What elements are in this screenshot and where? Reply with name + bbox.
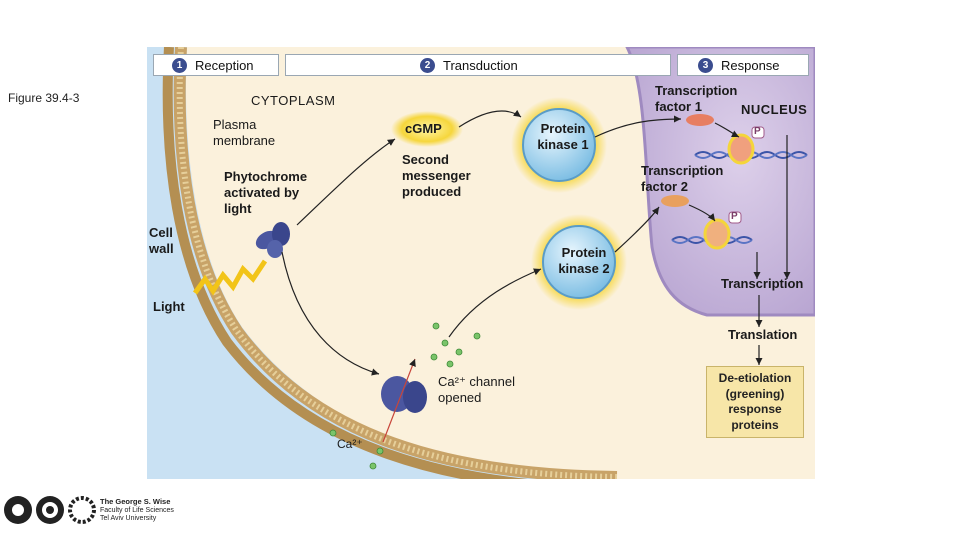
step-2-badge: 2	[420, 57, 435, 73]
arrow-tf1-to-dna	[714, 122, 740, 138]
transcription-factor-2-shape	[661, 195, 689, 207]
transcription-factor-2-label: Transcription factor 2	[641, 163, 724, 194]
figure-label: Figure 39.4-3	[8, 91, 80, 105]
calcium-channel-label: Ca²⁺ channel opened	[438, 374, 515, 405]
light-label: Light	[153, 299, 185, 314]
footer-line-3: Tel Aviv University	[100, 514, 157, 522]
phosphate-label-1: P	[754, 126, 761, 137]
step-1-label: Reception	[195, 57, 254, 73]
arrow-phytochrome-to-channel	[281, 251, 380, 376]
step-1-badge: 1	[172, 57, 187, 73]
arrow-kinase2-to-tf2	[614, 206, 660, 253]
arrow-calcium-to-kinase2	[448, 268, 542, 338]
step-1-reception: 1 Reception	[153, 54, 279, 76]
calcium-influx-line	[382, 358, 416, 443]
step-3-badge: 3	[698, 57, 713, 73]
step-3-label: Response	[721, 57, 780, 73]
protein-kinase-1	[522, 108, 596, 182]
calcium-ions	[329, 322, 481, 470]
cell-wall-label: Cell wall	[149, 225, 174, 256]
arrow-kinase1-to-tf1	[594, 115, 682, 138]
protein-kinase-2-label: Protein kinase 2	[558, 245, 610, 276]
cgmp-glow	[391, 111, 463, 147]
signal-pathway-diagram: 1 Reception 2 Transduction 3 Response CY…	[147, 47, 815, 479]
transcription-label: Transcription	[721, 276, 804, 291]
cell-wall	[162, 47, 528, 479]
university-name: The George S. Wise Faculty of Life Scien…	[100, 496, 174, 523]
step-2-transduction: 2 Transduction	[285, 54, 671, 76]
response-proteins-box: De-etiolation (greening) response protei…	[706, 366, 804, 438]
phosphate-label-2: P	[731, 211, 738, 222]
cytoplasm-label: CYTOPLASM	[251, 93, 336, 108]
light-zigzag	[192, 259, 268, 296]
translation-label: Translation	[728, 327, 798, 342]
protein-kinase-2	[542, 225, 616, 299]
step-3-response: 3 Response	[677, 54, 809, 76]
protein-kinase-1-label: Protein kinase 1	[537, 121, 589, 152]
nucleus	[625, 47, 815, 317]
calcium-ion-label: Ca²⁺	[337, 437, 363, 451]
university-logo: The George S. Wise Faculty of Life Scien…	[2, 492, 174, 528]
second-messenger-label: Second messenger produced	[402, 152, 471, 199]
arrow-cgmp-to-kinase1	[458, 109, 522, 128]
phosphate-tag-2	[728, 211, 742, 224]
transcription-factor-1-label: Transcription factor 1	[655, 83, 738, 114]
diagram-artwork	[147, 47, 815, 479]
arrow-phytochrome-to-cgmp	[296, 138, 396, 226]
plasma-membrane-label: Plasma membrane	[213, 117, 276, 148]
arrow-tf2-to-dna	[688, 204, 716, 222]
footer-line-1: The George S. Wise	[100, 496, 171, 506]
phosphate-tag-1	[751, 126, 765, 139]
step-2-label: Transduction	[443, 57, 518, 73]
nucleus-label: NUCLEUS	[741, 102, 808, 117]
footer-line-2: Faculty of Life Sciences	[100, 506, 174, 514]
logo-emblems-icon	[4, 496, 96, 524]
phytochrome-label: Phytochrome activated by light	[224, 169, 308, 216]
cgmp-label: cGMP	[405, 121, 442, 136]
transcription-factor-1-shape	[686, 114, 714, 126]
